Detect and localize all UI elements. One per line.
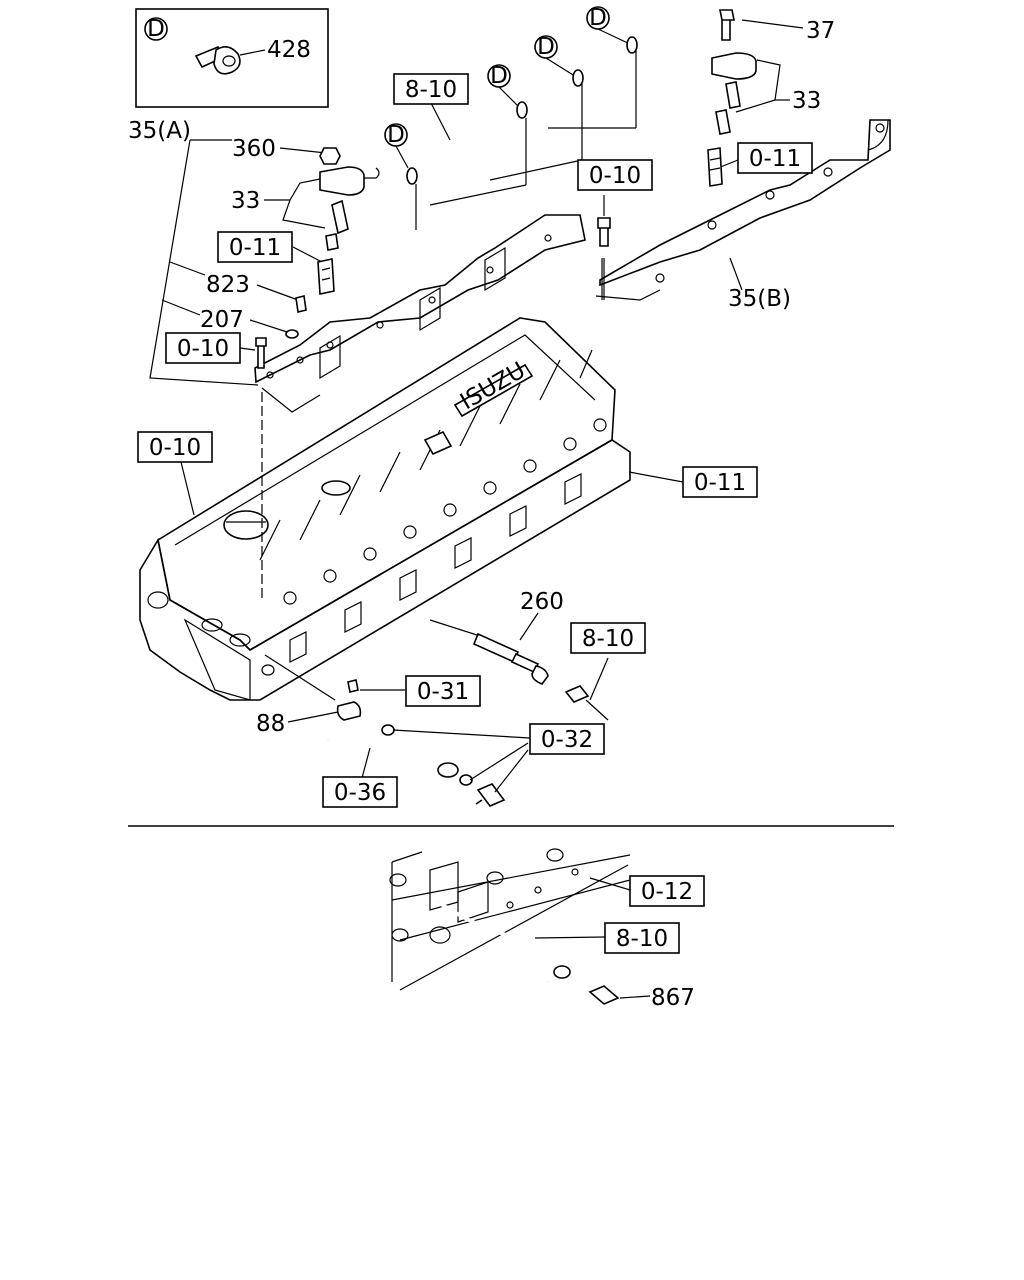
part-428-label: 428: [267, 37, 311, 63]
part-33-left-label: 33: [231, 188, 260, 214]
washer-icon: [381, 724, 395, 736]
svg-text:0-10: 0-10: [149, 435, 201, 461]
inset-marker: D: [147, 16, 165, 42]
svg-text:0-12: 0-12: [641, 879, 693, 905]
part-823-label: 823: [206, 272, 250, 298]
part-207-label: 207: [200, 307, 244, 333]
svg-text:0-11: 0-11: [749, 146, 801, 172]
marker-d: D: [589, 5, 607, 31]
bolt-867-icon: [588, 985, 620, 1005]
lower-detail: [389, 848, 651, 1005]
ref-0-10-mid: 0-10: [577, 159, 653, 191]
part-260-label: 260: [520, 589, 564, 615]
inset-marker-circle: [144, 17, 168, 41]
marker-d: D: [387, 122, 405, 148]
bolt-0-10-mid-icon: [597, 217, 611, 247]
marker-d: D: [490, 63, 508, 89]
svg-text:0-10: 0-10: [177, 336, 229, 362]
leader-lines-upper: [149, 19, 804, 386]
ref-0-31: 0-31: [405, 675, 481, 707]
harness-35a: [254, 214, 586, 413]
sensor-body-icon: [472, 632, 520, 664]
svg-text:0-32: 0-32: [541, 727, 593, 753]
svg-text:8-10: 8-10: [405, 77, 457, 103]
inset-d: D 428: [135, 8, 329, 108]
svg-text:8-10: 8-10: [616, 926, 668, 952]
svg-text:0-36: 0-36: [334, 780, 386, 806]
harness-35b: [595, 119, 891, 301]
banjo-lower-icon: [553, 965, 571, 979]
ref-0-10-left: 0-10: [165, 332, 241, 364]
fitting-88-icon: [336, 701, 362, 721]
bolt-0-10-icon: [255, 337, 267, 369]
part-35b-label: 35(B): [728, 286, 791, 312]
svg-text:0-31: 0-31: [417, 679, 469, 705]
marker-d: D: [537, 34, 555, 60]
ref-8-10-top: 8-10: [393, 73, 469, 105]
oil-filler-cap-icon: [223, 510, 269, 540]
part-37-label: 37: [806, 18, 835, 44]
injector-0-11r-icon: [707, 147, 723, 187]
banjo-icon: [437, 762, 459, 778]
inset-frame: [135, 8, 329, 108]
svg-text:8-10: 8-10: [582, 626, 634, 652]
connector-33-icon: [319, 166, 365, 196]
injector-0-11-icon: [317, 258, 335, 295]
nut-360-icon: [319, 147, 341, 165]
lower-pipe-parts: [264, 654, 531, 807]
part-33-right-label: 33: [792, 88, 821, 114]
washer-207-icon: [285, 329, 299, 339]
banjo-bolt-icon: [475, 783, 506, 807]
svg-text:0-11: 0-11: [229, 235, 281, 261]
svg-text:0-10: 0-10: [589, 163, 641, 189]
sensor-260: [429, 612, 609, 721]
bolt-37-icon: [719, 9, 735, 41]
injector-parts-left: [255, 147, 380, 369]
ref-0-11-head: 0-11: [682, 466, 758, 498]
ref-0-12: 0-12: [629, 875, 705, 907]
part-867-label: 867: [651, 985, 695, 1011]
ref-0-10-head: 0-10: [137, 431, 213, 463]
clip-428-icon: [194, 45, 241, 75]
ref-0-11-left: 0-11: [217, 231, 293, 263]
wiring-harness: D D D D: [379, 5, 663, 262]
part-88-label: 88: [256, 711, 285, 737]
ref-8-10-sensor: 8-10: [570, 622, 646, 654]
part-360-label: 360: [232, 136, 276, 162]
svg-text:0-11: 0-11: [694, 470, 746, 496]
injector-parts-right: [597, 9, 757, 247]
head-logo-text: ISUZU: [456, 357, 530, 415]
connector-icon: [564, 685, 590, 703]
cylinder-head: ISUZU: [139, 317, 631, 701]
seal-823-icon: [295, 295, 307, 313]
ref-0-36: 0-36: [322, 776, 398, 808]
ref-8-10-bottom: 8-10: [604, 922, 680, 954]
ref-0-11-right: 0-11: [737, 142, 813, 174]
plug-33-icon: [331, 199, 349, 235]
plug-0-31-icon: [347, 679, 359, 693]
connector-33r-icon: [711, 52, 757, 80]
part-35a-label: 35(A): [128, 118, 191, 144]
ref-0-32: 0-32: [529, 723, 605, 755]
